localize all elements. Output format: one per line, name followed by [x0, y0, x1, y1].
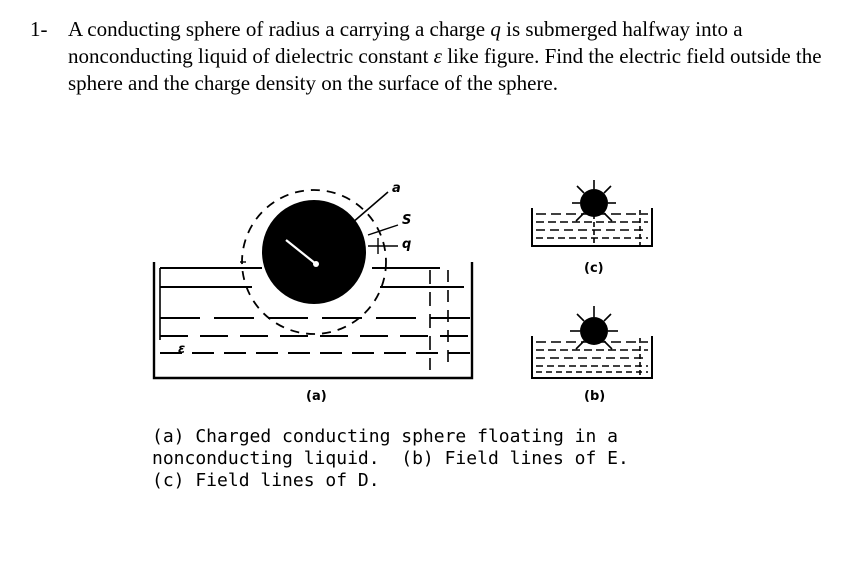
sphere-b: [580, 317, 608, 345]
sphere-c: [580, 189, 608, 217]
radius-line: [315, 191, 389, 255]
figure-caption: (a) Charged conducting sphere floating i…: [152, 426, 712, 492]
label-a: (a): [306, 389, 327, 404]
caption-line-3: (c) Field lines of D.: [152, 470, 380, 491]
tank-b: [531, 336, 653, 379]
tank-outline: [152, 262, 474, 380]
figure-a: [152, 189, 474, 380]
caption-line-2: nonconducting liquid. (b) Field lines of…: [152, 448, 629, 469]
label-c: (c): [584, 261, 604, 276]
figure-c: [531, 180, 653, 247]
tank-c: [531, 208, 653, 247]
conducting-sphere: [262, 200, 366, 304]
charge-symbol: q: [490, 17, 501, 41]
problem-text: A conducting sphere of radius a carrying…: [68, 17, 822, 95]
epsilon-symbol: ε: [433, 44, 442, 68]
problem-statement: 1- A conducting sphere of radius a carry…: [30, 16, 830, 97]
radius-a-arrow: [285, 239, 317, 265]
symbol-a: a: [392, 181, 401, 196]
symbol-q: q: [402, 237, 411, 252]
problem-number: 1-: [30, 17, 48, 41]
liquid-lines: [160, 267, 470, 354]
symbol-s: S: [402, 213, 411, 228]
tank-inner-lines: [159, 268, 449, 370]
field-lines-d: [572, 180, 616, 222]
label-b: (b): [584, 389, 605, 404]
symbol-epsilon: ε: [178, 342, 185, 357]
caption-line-1: (a) Charged conducting sphere floating i…: [152, 426, 618, 447]
field-lines-e: [570, 306, 618, 350]
figure-b: [531, 306, 653, 379]
